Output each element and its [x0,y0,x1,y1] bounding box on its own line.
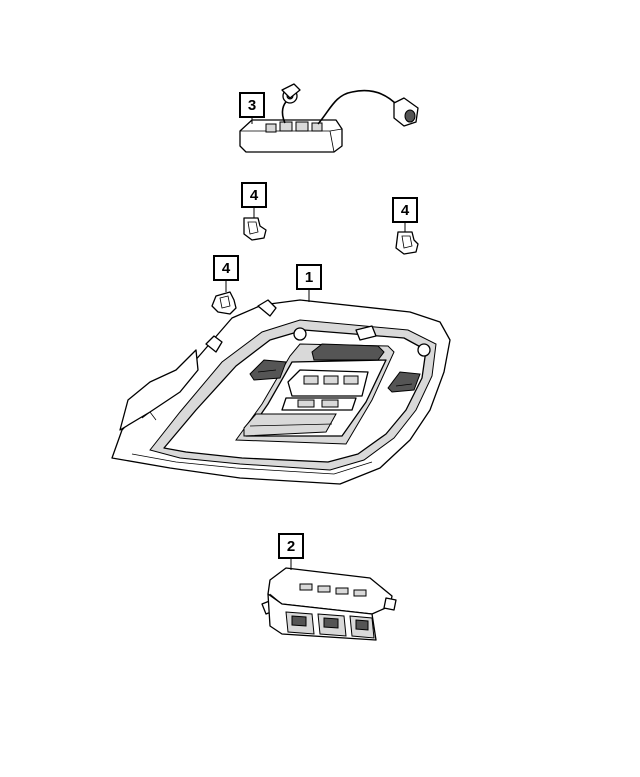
callout-box-4a [241,182,267,208]
part-4-clip-left [243,217,267,241]
callout-label-4c: 4 [222,260,231,277]
callout-box-4b [392,197,418,223]
callout-label-4b: 4 [401,202,410,219]
part-1-overhead-console [111,299,451,485]
callout-label-2: 2 [287,538,295,555]
part-2-switch-module [261,567,397,641]
part-4-clip-lower [211,291,237,315]
callout-box-1 [296,264,322,290]
part-3-module-harness [239,83,419,153]
callout-label-3: 3 [248,97,256,114]
callout-label-1: 1 [305,269,313,286]
callout-label-4a: 4 [250,187,259,204]
part-4-clip-right [395,231,419,255]
